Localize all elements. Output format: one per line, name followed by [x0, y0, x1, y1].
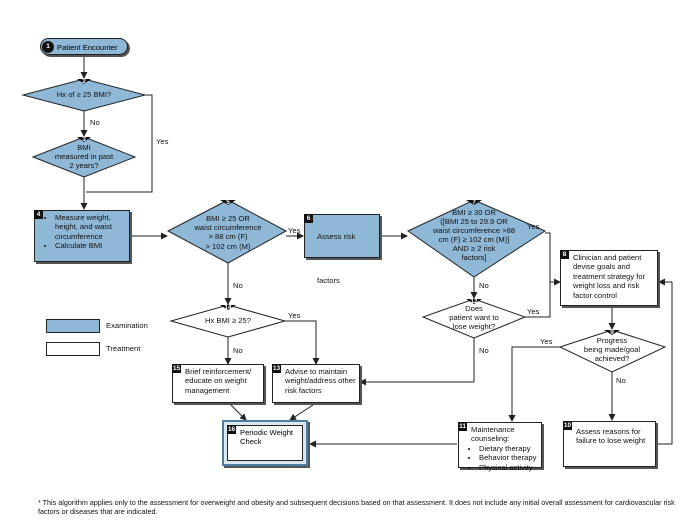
legend-swatch-treatment — [46, 342, 100, 356]
node-number-13: 13 — [272, 364, 281, 373]
edge-label-no: No — [90, 118, 100, 127]
edge-label-no: No — [479, 346, 489, 355]
node-number-16: 16 — [227, 425, 236, 434]
node-number-8: 8 — [560, 250, 569, 259]
node-goals-strategy: 8 Clinician and patient devise goals and… — [560, 250, 658, 306]
node-periodic-weight-check: 16 Periodic Weight Check — [222, 420, 308, 466]
node-number-6: 6 — [304, 214, 313, 223]
node-label-1: Patient Encounter — [57, 43, 118, 52]
legend-swatch-examination — [46, 319, 100, 333]
edge-label-yes: Yes — [288, 226, 301, 235]
node-label-15: Brief reinforcement/ educate on weight m… — [185, 367, 252, 395]
node-assess-risk-factors: 6 Assess risk factors — [304, 214, 380, 285]
node-label-16: Periodic Weight Check — [240, 428, 294, 447]
node-brief-reinforcement: 15 Brief reinforcement/ educate on weigh… — [172, 364, 264, 403]
decision-label-2: Hx of ≥ 25 BMI? — [56, 90, 112, 99]
node-patient-encounter: 1 Patient Encounter — [40, 38, 128, 55]
node-label-13: Advise to maintain weight/address other … — [285, 367, 356, 395]
footnote: * This algorithm applies only to the ass… — [38, 498, 675, 516]
node-assess-reasons: 10 Assess reasons for failure to lose we… — [563, 421, 656, 467]
node-label-8: Clinician and patient devise goals and t… — [573, 253, 646, 300]
node-number-7: 7 — [472, 199, 476, 206]
node-label-6: Assess risk factors — [317, 232, 356, 285]
node-label-11: Maintenance counseling: — [471, 425, 515, 444]
node-number-11: 11 — [458, 422, 467, 431]
node-number-14: 14 — [224, 304, 232, 311]
edge-label-no: No — [479, 281, 489, 290]
node-11-bullet: Dietary therapy — [479, 444, 538, 453]
edge-label-yes: Yes — [156, 137, 169, 146]
node-measure-weight: 4 Measure weight, height, and waist circ… — [34, 210, 130, 262]
node-number-9: 9 — [610, 329, 614, 336]
node-number-10: 10 — [563, 421, 572, 430]
node-number-1: 1 — [42, 41, 54, 53]
edge-label-yes: Yes — [540, 337, 553, 346]
node-advise-maintain: 13 Advise to maintain weight/address oth… — [272, 364, 360, 403]
node-11-bullet: Physical activity — [479, 463, 538, 472]
edge-label-no: No — [233, 281, 243, 290]
node-number-3: 3 — [82, 136, 86, 143]
node-number-5: 5 — [226, 199, 230, 206]
node-number-2: 2 — [82, 78, 86, 85]
legend-label-treatment: Treatment — [106, 344, 141, 353]
decision-label-14: Hx BMI ≥ 25? — [205, 316, 251, 325]
node-number-4: 4 — [34, 210, 43, 219]
edge-label-yes: Yes — [288, 311, 301, 320]
edge-label-yes: Yes — [527, 307, 540, 316]
node-number-12: 12 — [470, 298, 478, 305]
node-maintenance-counseling: 11 Maintenance counseling: Dietary thera… — [458, 422, 542, 472]
edge-label-no: No — [233, 346, 243, 355]
node-number-15: 15 — [172, 364, 181, 373]
edge-label-no: No — [616, 376, 626, 385]
node-4-bullet: Calculate BMI — [55, 241, 126, 250]
node-label-10: Assess reasons for failure to lose weigh… — [576, 427, 646, 446]
legend-label-examination: Examination — [106, 321, 148, 330]
node-4-bullet: Measure weight, height, and waist circum… — [55, 213, 126, 241]
node-11-bullet: Behavior therapy — [479, 453, 538, 462]
edge-label-yes: Yes — [527, 222, 540, 231]
